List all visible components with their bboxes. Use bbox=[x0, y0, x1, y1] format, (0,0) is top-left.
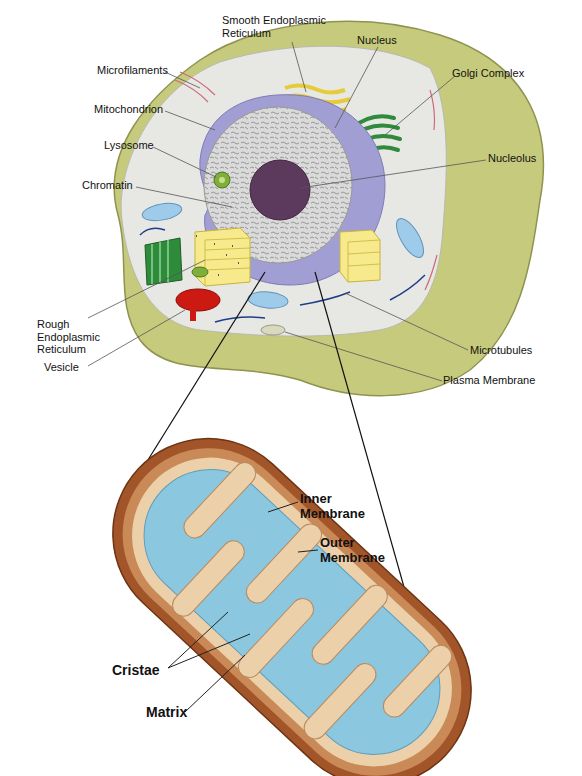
outer-membrane-rim bbox=[87, 413, 497, 776]
rough-er-fold bbox=[348, 240, 380, 282]
rough-er-fold bbox=[205, 238, 250, 286]
leader-line bbox=[185, 655, 245, 712]
rough-er-block bbox=[340, 230, 380, 282]
crista bbox=[234, 594, 318, 682]
lysosome bbox=[214, 172, 230, 188]
leader-line bbox=[168, 612, 228, 668]
part-label: Nucleus bbox=[357, 34, 417, 47]
inner-membrane bbox=[100, 425, 484, 776]
leader-line bbox=[88, 310, 185, 366]
leader-line bbox=[136, 187, 232, 207]
matrix-space bbox=[117, 442, 467, 776]
leader-lines bbox=[168, 502, 318, 712]
outer-membrane bbox=[74, 399, 511, 776]
rough-er-block bbox=[195, 228, 250, 286]
cristae-folds bbox=[135, 458, 456, 773]
crista bbox=[242, 519, 326, 607]
leader-lines bbox=[88, 42, 486, 381]
part-label: Cristae bbox=[112, 662, 182, 678]
vesicle-stem bbox=[190, 305, 196, 321]
leader-line bbox=[168, 634, 250, 668]
part-label: Mitochondrion bbox=[94, 103, 174, 116]
part-label: Nucleolus bbox=[488, 152, 558, 165]
mitochondrion-cutaway bbox=[74, 399, 511, 776]
microfilament bbox=[175, 72, 215, 102]
nucleolus bbox=[250, 160, 310, 220]
microfilament bbox=[425, 90, 437, 290]
part-label: Microfilaments bbox=[97, 64, 177, 77]
mitochondrion-shape bbox=[141, 201, 183, 224]
leader-line bbox=[165, 111, 215, 130]
crista bbox=[168, 536, 249, 620]
golgi-stack bbox=[145, 238, 182, 285]
vesicle bbox=[176, 289, 220, 311]
small-vesicle bbox=[192, 267, 208, 277]
rough-er bbox=[195, 228, 380, 286]
leader-line bbox=[292, 42, 306, 92]
leader-line bbox=[88, 260, 205, 318]
golgi-stack-line bbox=[152, 240, 168, 284]
part-label: Lysosome bbox=[104, 139, 164, 152]
leader-line bbox=[268, 502, 298, 512]
leader-line bbox=[345, 293, 468, 350]
smooth-er-tube bbox=[285, 85, 345, 92]
plasma-membrane bbox=[114, 21, 543, 395]
leader-line bbox=[298, 550, 318, 552]
crista bbox=[300, 659, 381, 743]
part-label: Smooth Endoplasmic Reticulum bbox=[222, 14, 332, 39]
mitochondrion-shape bbox=[247, 290, 288, 309]
leader-line bbox=[300, 160, 486, 188]
crista bbox=[179, 458, 260, 542]
leader-line bbox=[385, 76, 455, 135]
lysosome-core bbox=[219, 177, 225, 183]
cytoplasm bbox=[121, 46, 446, 336]
part-label: Chromatin bbox=[82, 179, 142, 192]
leader-line bbox=[153, 147, 216, 177]
part-label: Plasma Membrane bbox=[443, 374, 563, 387]
mitochondrion-shape bbox=[391, 214, 429, 261]
leader-line bbox=[165, 72, 200, 88]
leader-line bbox=[285, 332, 442, 381]
leader-line bbox=[335, 47, 378, 128]
crista bbox=[379, 641, 456, 722]
part-label: Matrix bbox=[146, 704, 206, 720]
part-label: Golgi Complex bbox=[452, 67, 542, 80]
part-label: Vesicle bbox=[44, 361, 94, 374]
part-label: Outer Membrane bbox=[320, 536, 400, 566]
part-label: Inner Membrane bbox=[300, 492, 380, 522]
part-label: Microtubules bbox=[470, 344, 560, 357]
membrane-vesicle bbox=[261, 325, 285, 335]
crista bbox=[308, 581, 392, 669]
part-label: Rough Endoplasmic Reticulum bbox=[37, 318, 109, 356]
